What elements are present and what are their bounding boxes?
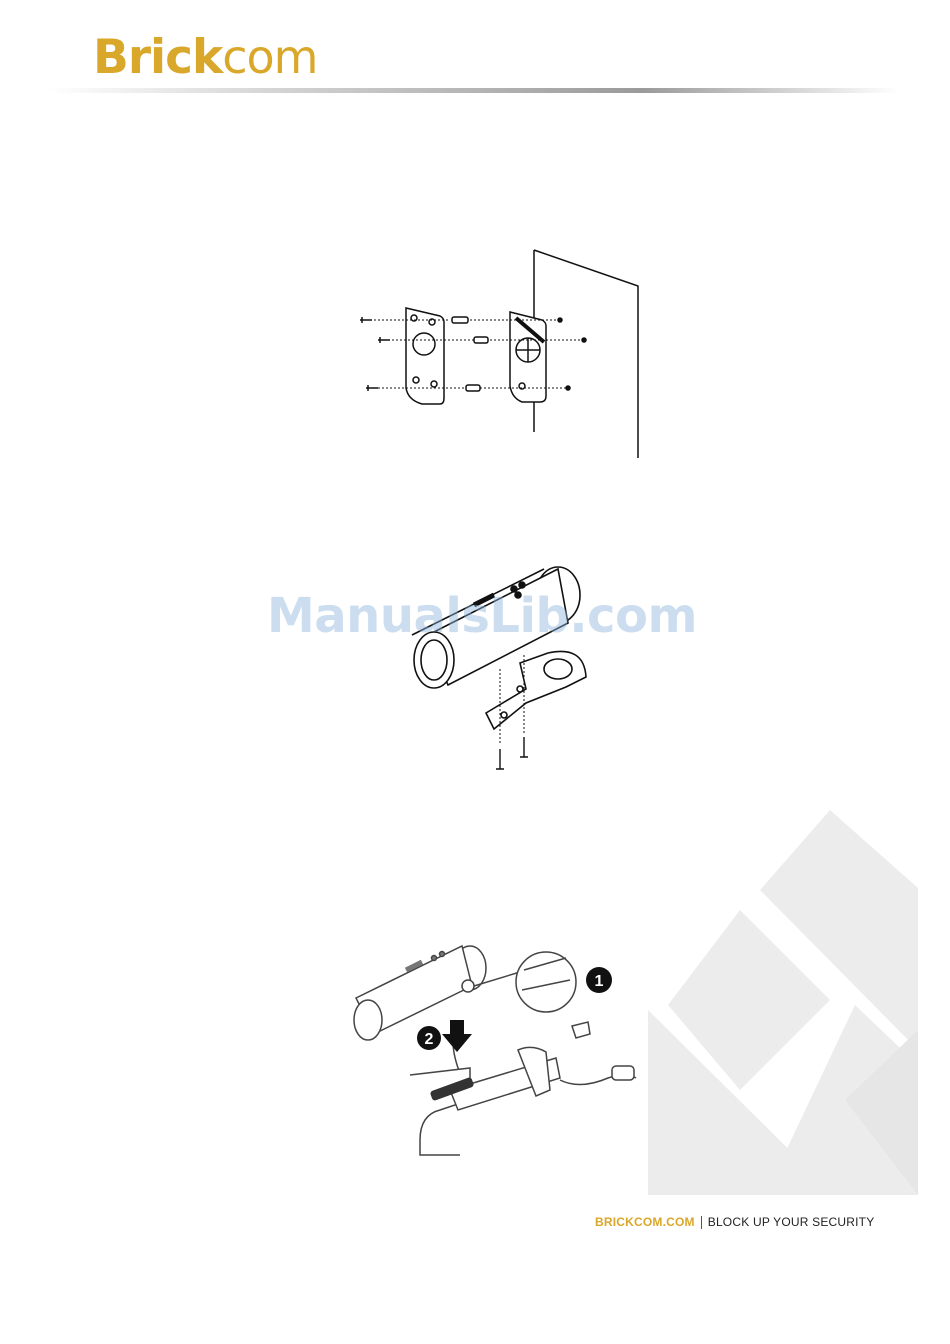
watermark-text: ManualsLib.com <box>267 588 697 644</box>
step-badge-1: 1 <box>586 967 612 993</box>
step-badge-2: 2 <box>417 1026 441 1050</box>
camera-bracket-attach-diagram: 1 2 <box>350 940 650 1165</box>
footer-site-link[interactable]: BRICKCOM.COM <box>595 1215 695 1229</box>
down-arrow-icon <box>442 1020 472 1052</box>
svg-text:1: 1 <box>595 973 604 990</box>
decorative-diamonds <box>640 800 950 1200</box>
logo-bold-text: Brick <box>93 30 222 85</box>
logo-light-text: com <box>222 30 317 84</box>
footer: BRICKCOM.COM BLOCK UP YOUR SECURITY <box>595 1215 874 1229</box>
svg-text:2: 2 <box>425 1031 434 1048</box>
header-divider <box>48 88 898 93</box>
footer-separator <box>701 1216 702 1229</box>
wall-bracket-mounting-diagram <box>358 246 642 460</box>
footer-slogan: BLOCK UP YOUR SECURITY <box>708 1215 875 1229</box>
